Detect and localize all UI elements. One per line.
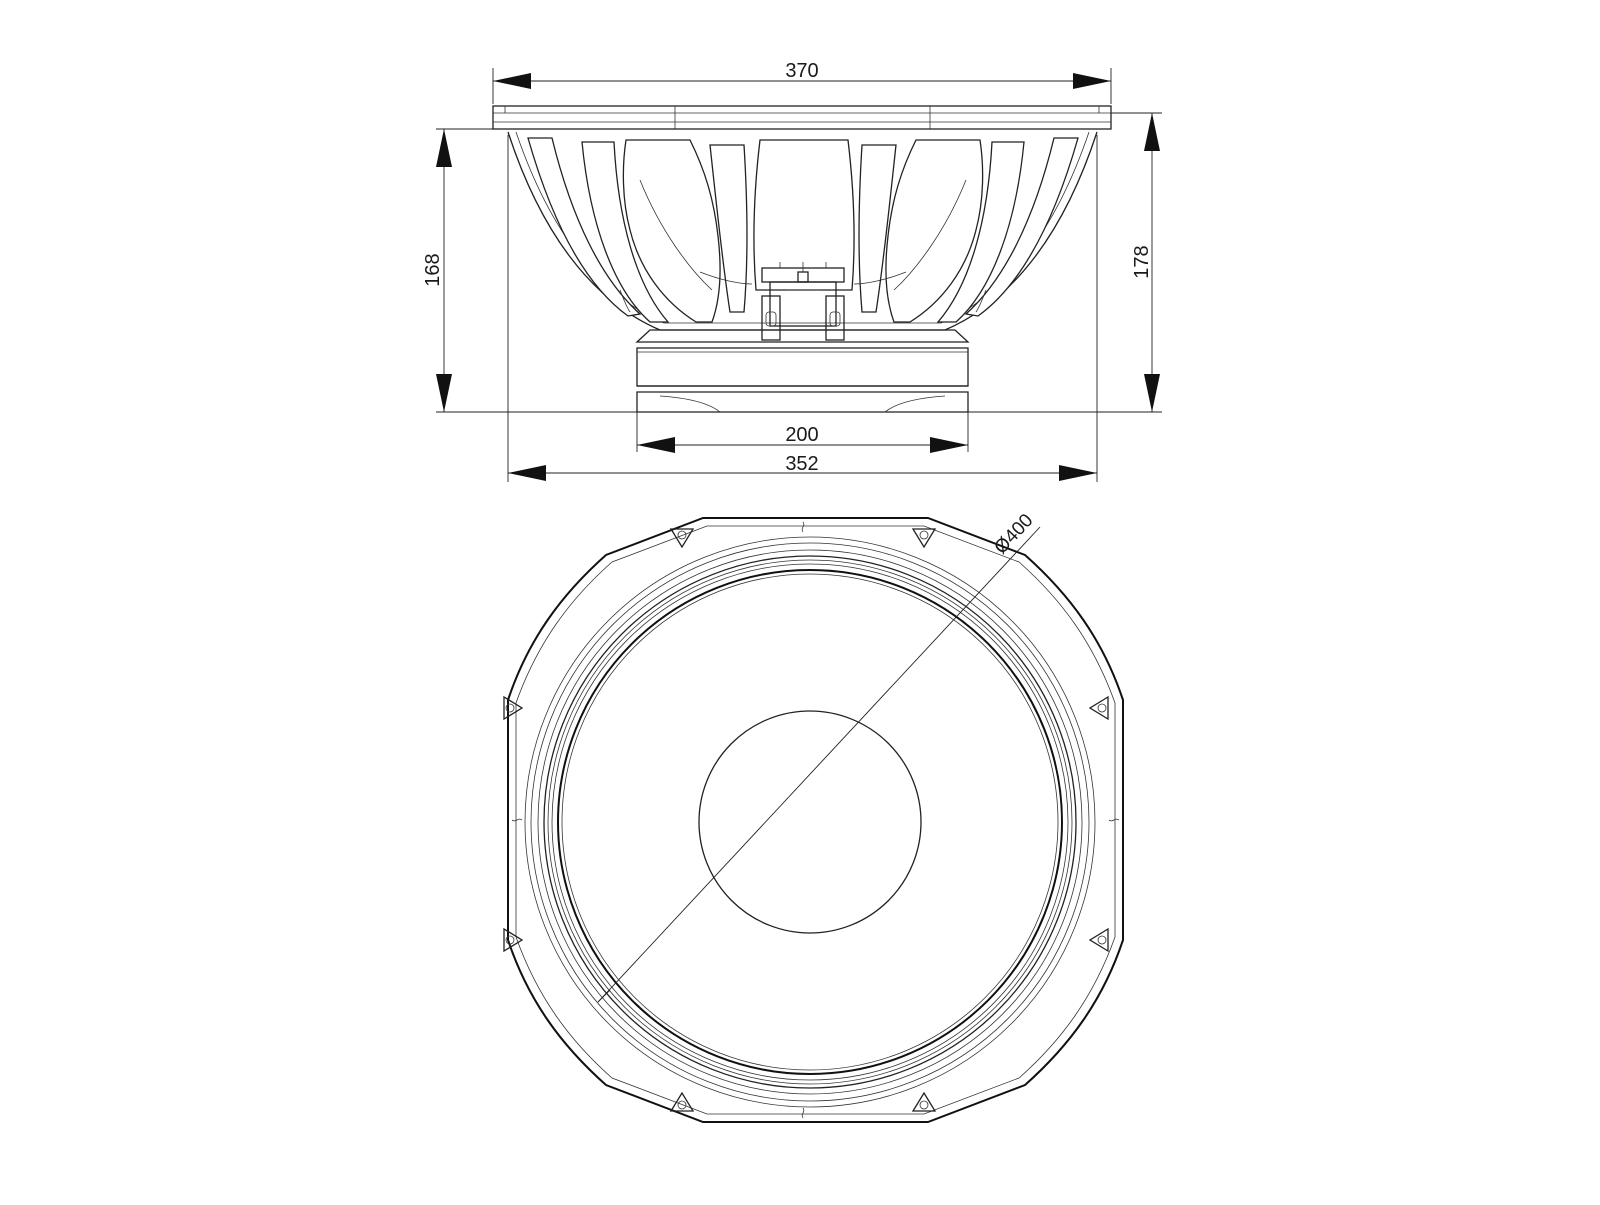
dimension-178: 178 (1131, 113, 1160, 412)
basket-rib (858, 144, 897, 313)
basket-rib (709, 144, 748, 313)
basket-rib (964, 137, 1079, 317)
side-view: 370 168 178 200 352 (422, 60, 1162, 482)
mounting-hole (503, 927, 524, 953)
basket-rib (622, 139, 721, 323)
mounting-hole (911, 528, 937, 549)
front-view: Ø400 (503, 510, 1124, 1123)
magnet-assembly (635, 329, 970, 413)
mounting-hole (669, 1091, 695, 1112)
dimension-label-200: 200 (785, 424, 818, 446)
surround (524, 536, 1096, 1108)
dimension-label-370: 370 (785, 60, 818, 82)
mounting-holes (503, 528, 1109, 1112)
dimension-label-352: 352 (785, 453, 818, 475)
basket-rib (527, 137, 642, 317)
dimension-352: 352 (508, 453, 1097, 481)
dimension-label-168: 168 (422, 253, 444, 286)
dimension-200: 200 (637, 424, 968, 453)
basket-rib (885, 139, 984, 323)
terminal-block (761, 262, 845, 341)
mounting-hole (911, 1091, 937, 1112)
mounting-hole (1088, 695, 1109, 721)
basket (507, 131, 1098, 331)
dimension-370: 370 (493, 60, 1111, 89)
extension-lines (436, 68, 1162, 482)
basket-rib (753, 139, 855, 291)
cone (561, 573, 1059, 1071)
dimension-168: 168 (422, 129, 452, 412)
mounting-hole (503, 695, 524, 721)
basket-rib (581, 141, 670, 323)
mounting-hole (669, 528, 695, 549)
mounting-hole (1088, 927, 1109, 953)
dust-cap (698, 710, 922, 934)
frame-outline (507, 517, 1124, 1123)
top-flange (492, 105, 1112, 130)
basket-rib (936, 141, 1025, 323)
dimension-label-178: 178 (1131, 245, 1153, 278)
